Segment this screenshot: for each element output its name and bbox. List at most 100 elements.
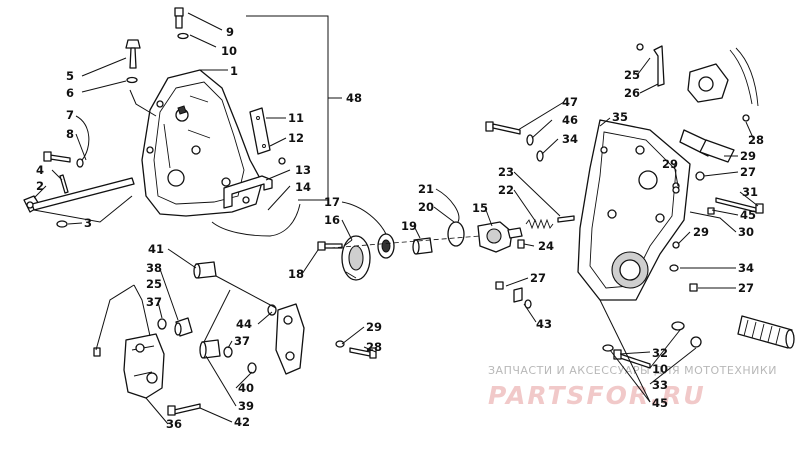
part-39-bushing — [199, 339, 221, 359]
callout-29-c: 29 — [662, 157, 678, 171]
callout-28: 28 — [748, 133, 764, 147]
callout-17: 17 — [324, 195, 340, 209]
part-3-oring — [56, 220, 68, 228]
part-19-sleeve — [412, 237, 433, 255]
part-9-bolt — [174, 7, 184, 29]
callout-25: 25 — [624, 68, 640, 82]
callout-42: 42 — [234, 415, 250, 429]
part-33-plug — [690, 336, 702, 348]
callout-29: 29 — [740, 149, 756, 163]
part-13-bracket — [223, 175, 273, 209]
part-27-nut-b — [495, 281, 504, 290]
callout-6: 6 — [66, 86, 74, 100]
callout-24: 24 — [538, 239, 554, 253]
callout-25-b: 25 — [146, 277, 162, 291]
part-38-bushing — [174, 317, 193, 337]
part-27-nut — [689, 283, 698, 292]
callout-45: 45 — [740, 208, 756, 222]
callout-23: 23 — [498, 165, 514, 179]
part-30-washer — [672, 241, 680, 249]
callout-14: 14 — [295, 180, 311, 194]
callout-7: 7 — [66, 108, 74, 122]
part-46-washer — [526, 134, 534, 146]
watermark-tagline: ЗАПЧАСТИ И АКСЕССУАРЫ ДЛЯ МОТОТЕХНИКИ — [488, 364, 777, 377]
callout-46: 46 — [562, 113, 578, 127]
callout-43: 43 — [536, 317, 552, 331]
part-20-oring — [447, 221, 465, 247]
callout-9: 9 — [226, 25, 234, 39]
watermark-logo: PARTSFOR.RU — [488, 381, 706, 410]
callout-28-b: 28 — [366, 340, 382, 354]
callout-32: 32 — [652, 346, 668, 360]
callout-37: 37 — [146, 295, 162, 309]
part-37-washer — [157, 318, 167, 330]
part-45-washer — [602, 344, 614, 352]
part-41-sleeve — [193, 261, 217, 279]
callout-1: 1 — [230, 64, 238, 78]
part-29-pin — [672, 186, 680, 194]
part-34-washer-b — [536, 150, 544, 162]
callout-39: 39 — [238, 399, 254, 413]
part-15-tensioner — [477, 221, 523, 253]
part-25-screw — [636, 43, 644, 51]
part-2-shaft — [23, 177, 135, 213]
part-26-bracket — [653, 45, 665, 87]
callout-34-b: 34 — [738, 261, 754, 275]
part-37-washer-b — [223, 346, 233, 358]
part-36-bracket — [123, 333, 165, 399]
part-31-bolt — [715, 197, 764, 214]
callout-30: 30 — [738, 225, 754, 239]
part-16-pulley — [341, 235, 371, 281]
part-47-bolt — [485, 121, 521, 135]
callout-44: 44 — [236, 317, 252, 331]
callout-29-b: 29 — [693, 225, 709, 239]
callout-10-b: 10 — [652, 362, 668, 376]
callout-48: 48 — [346, 91, 362, 105]
part-44-link — [275, 303, 305, 375]
part-12-screw — [278, 157, 286, 165]
part-27-washer — [695, 171, 705, 181]
part-11-plate — [249, 107, 271, 155]
leader-lines — [33, 12, 759, 425]
part-34-washer — [669, 264, 679, 272]
part-22-spring — [525, 218, 554, 230]
part-5-dipstick — [125, 39, 141, 69]
callout-2: 2 — [36, 179, 44, 193]
callout-47: 47 — [562, 95, 578, 109]
part-18-bolt — [317, 241, 343, 251]
callout-36: 36 — [166, 417, 182, 431]
callout-15: 15 — [472, 201, 488, 215]
callout-10: 10 — [221, 44, 237, 58]
callout-22: 22 — [498, 183, 514, 197]
callout-13: 13 — [295, 163, 311, 177]
part-28-bolt — [349, 347, 377, 359]
part-4-pin — [59, 174, 69, 194]
callout-31: 31 — [742, 185, 758, 199]
callout-34: 34 — [562, 132, 578, 146]
part-28-screw — [742, 114, 750, 122]
part-17-bearing — [377, 233, 395, 259]
part-40-washer — [247, 362, 257, 374]
callout-27-c: 27 — [738, 281, 754, 295]
part-43-washer — [524, 299, 532, 309]
callout-3: 3 — [84, 216, 92, 230]
group-48-bracket — [246, 15, 329, 201]
callout-16: 16 — [324, 213, 340, 227]
part-6-oring — [126, 76, 138, 84]
part-7-bolt — [43, 151, 71, 163]
chaincase-cover — [141, 69, 263, 217]
callout-27-b: 27 — [740, 165, 756, 179]
part-43-clip — [513, 287, 523, 303]
part-42-bolt — [167, 403, 201, 416]
callout-8: 8 — [66, 127, 74, 141]
callout-45-b: 45 — [652, 396, 668, 410]
speedo-drive — [687, 47, 759, 107]
callout-41: 41 — [148, 242, 164, 256]
gearcase — [577, 119, 691, 301]
callout-5: 5 — [66, 69, 74, 83]
part-25-screw-b — [93, 347, 101, 357]
part-14-gasket — [211, 203, 301, 237]
callout-38: 38 — [146, 261, 162, 275]
callout-20: 20 — [418, 200, 434, 214]
